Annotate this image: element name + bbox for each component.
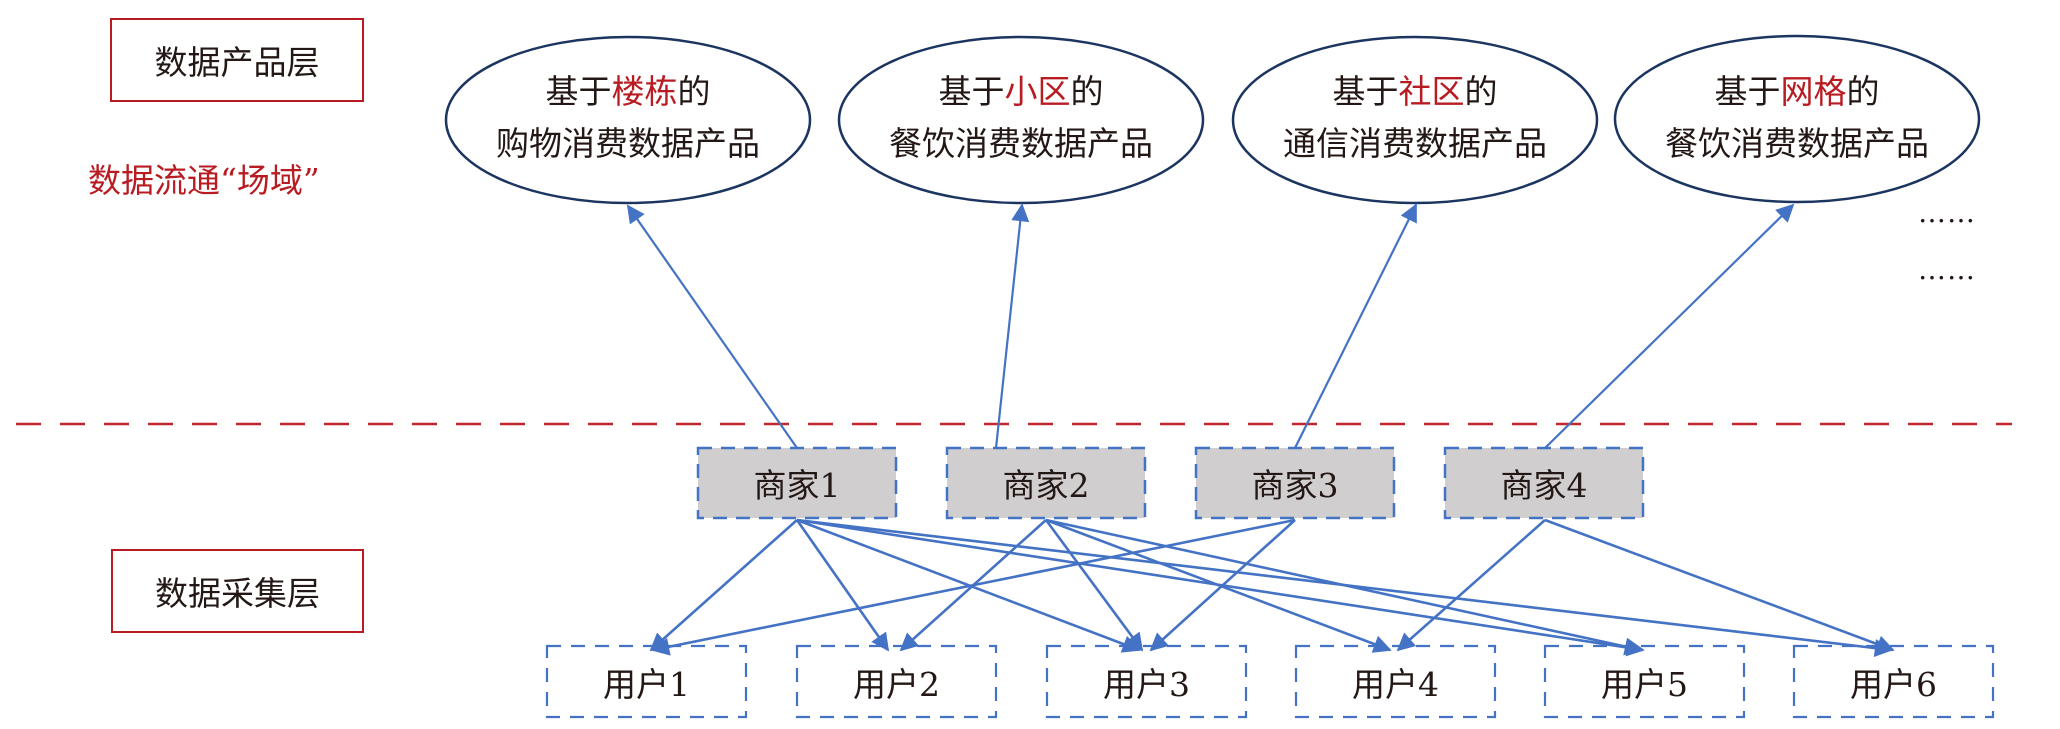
user-box [545, 644, 748, 719]
product-suffix: 的 [1464, 72, 1498, 111]
product-ellipse [837, 35, 1205, 205]
merchant-to-user-arrow [1396, 519, 1546, 652]
more-products-ellipsis: …… [1918, 253, 1976, 286]
merchant-node[interactable]: 商家1 [698, 448, 896, 518]
user-box [1294, 644, 1497, 719]
merchant-to-product-arrow [1544, 203, 1795, 449]
product-highlight: 小区 [1004, 72, 1071, 111]
user-node[interactable]: 用户1 [547, 646, 746, 717]
product-highlight: 网格 [1780, 72, 1847, 111]
merchant-to-user-arrow [651, 518, 1296, 656]
merchant-to-user-arrow [649, 519, 798, 652]
product-prefix: 基于 [1332, 72, 1399, 111]
user-label: 用户3 [1103, 664, 1190, 704]
merchant-to-product-arrow [994, 203, 1030, 449]
product-title: 购物消费数据产品 [496, 124, 760, 163]
merchant-label: 商家3 [1251, 466, 1339, 505]
merchant-to-user-arrow [1045, 518, 1643, 656]
user-label: 用户2 [853, 664, 940, 704]
product-title: 餐饮消费数据产品 [1665, 124, 1929, 163]
merchant-to-user-arrow [1045, 518, 1392, 653]
collection-layer-label: 数据采集层 [111, 549, 364, 633]
user-box [1045, 644, 1248, 719]
merchant-node[interactable]: 商家2 [947, 448, 1145, 518]
product-ellipse-text[interactable]: 基于小区的 餐饮消费数据产品 [889, 66, 1153, 170]
merchant-node[interactable]: 商家3 [1196, 448, 1394, 518]
merchant-to-user-arrow [1544, 518, 1895, 653]
collection-layer-text: 数据采集层 [155, 574, 320, 613]
merchant-box [945, 446, 1147, 520]
product-ellipse [1231, 35, 1599, 205]
product-suffix: 的 [1846, 72, 1880, 111]
data-circulation-field-label: 数据流通“场域” [88, 161, 320, 200]
product-ellipse [1613, 34, 1981, 204]
user-label: 用户5 [1601, 664, 1688, 704]
product-layer-label: 数据产品层 [110, 18, 364, 102]
product-suffix: 的 [1070, 72, 1104, 111]
user-label: 用户1 [603, 664, 690, 704]
user-node[interactable]: 用户3 [1047, 646, 1246, 717]
merchant-to-user-arrow [795, 519, 890, 652]
product-title: 餐饮消费数据产品 [889, 124, 1153, 163]
user-node[interactable]: 用户5 [1545, 646, 1744, 717]
merchant-to-product-arrow [626, 204, 798, 449]
user-node[interactable]: 用户4 [1296, 646, 1495, 717]
merchant-box [696, 446, 898, 520]
merchant-label: 商家2 [1002, 466, 1090, 505]
product-ellipse-text[interactable]: 基于社区的 通信消费数据产品 [1283, 66, 1547, 170]
merchant-node[interactable]: 商家4 [1445, 448, 1643, 518]
user-box [795, 644, 998, 719]
product-ellipse [444, 35, 812, 205]
product-prefix: 基于 [1714, 72, 1781, 111]
merchant-label: 商家1 [753, 466, 841, 505]
user-label: 用户4 [1352, 664, 1439, 704]
user-label: 用户6 [1850, 664, 1937, 704]
more-products-ellipsis: …… [1918, 196, 1976, 229]
product-prefix: 基于 [545, 72, 612, 111]
merchant-to-product-arrow [1294, 203, 1417, 449]
product-prefix: 基于 [938, 72, 1005, 111]
product-title: 通信消费数据产品 [1283, 124, 1547, 163]
user-node[interactable]: 用户6 [1794, 646, 1993, 717]
merchant-to-user-arrow [1044, 519, 1144, 652]
product-layer-text: 数据产品层 [154, 43, 320, 82]
product-ellipse-text[interactable]: 基于网格的 餐饮消费数据产品 [1665, 66, 1929, 170]
merchant-to-user-arrow [1149, 519, 1296, 652]
product-highlight: 楼栋 [611, 72, 678, 111]
merchant-box [1443, 446, 1645, 520]
merchant-label: 商家4 [1500, 466, 1588, 505]
user-node[interactable]: 用户2 [797, 646, 996, 717]
product-ellipse-text[interactable]: 基于楼栋的 购物消费数据产品 [496, 66, 760, 170]
product-suffix: 的 [677, 72, 711, 111]
product-highlight: 社区 [1398, 72, 1465, 111]
